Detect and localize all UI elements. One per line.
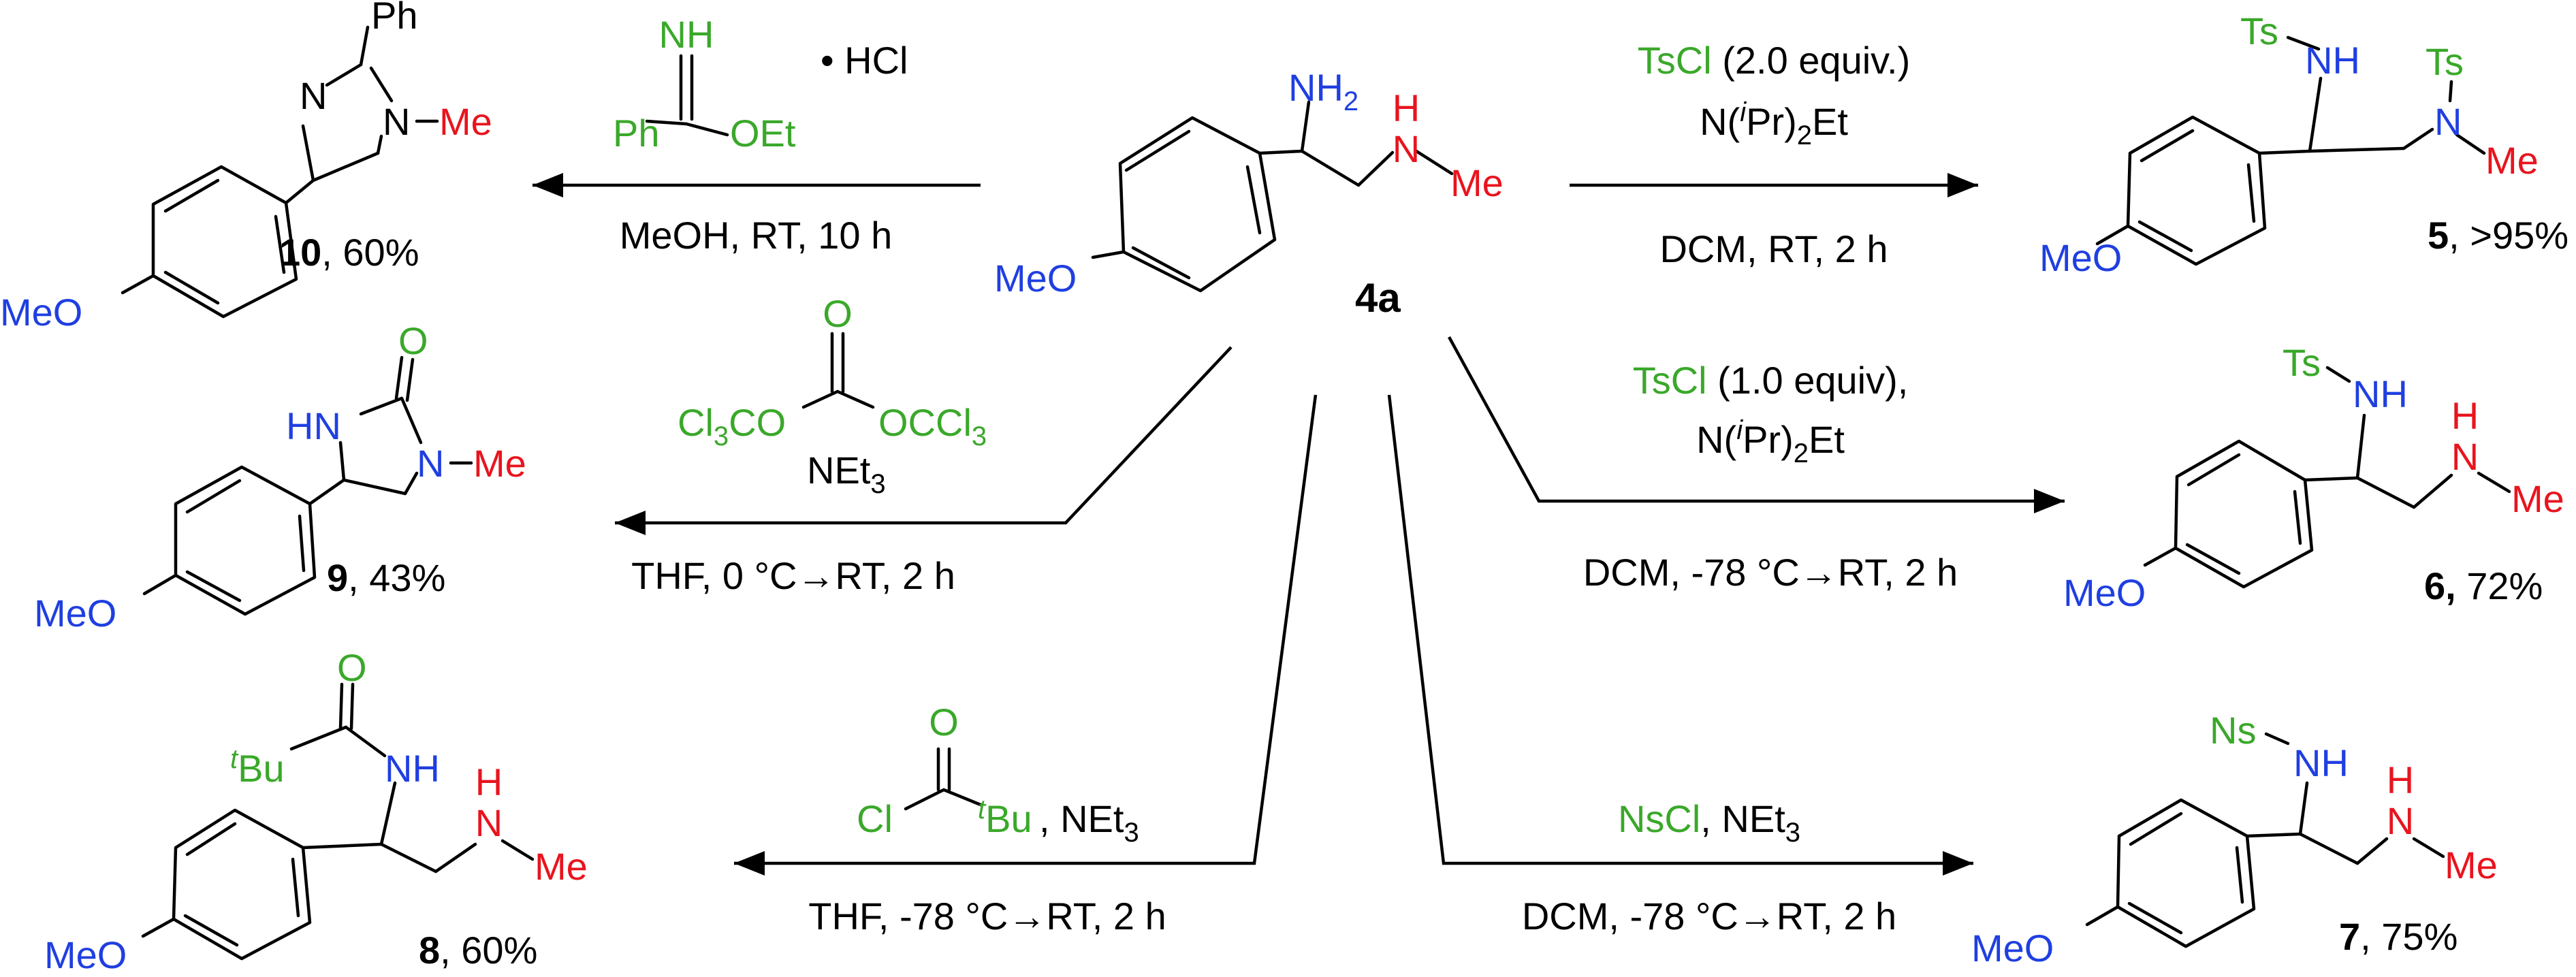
- n-methyl-n-label-10: N: [383, 100, 410, 143]
- conditions-to-5: DCM, RT, 2 h: [1659, 227, 1888, 270]
- n-label-9: N: [417, 442, 444, 485]
- amide-nh-label-8: NH: [385, 747, 440, 790]
- base-net3-label-8: , NEt3: [1039, 797, 1139, 848]
- methyl-label-8: Me: [535, 845, 588, 888]
- methyl-label-10: Me: [439, 100, 492, 143]
- conditions-to-9: THF, 0 °C→RT, 2 h: [631, 554, 955, 597]
- conditions-to-8: THF, -78 °C→RT, 2 h: [808, 895, 1166, 938]
- reagents-to-9: O Cl3CO OCCl3 NEt3 THF, 0 °C→RT, 2 h: [631, 292, 987, 597]
- reagents-to-6: TsCl (1.0 equiv), N(iPr)2Et DCM, -78 °C→…: [1583, 359, 1958, 594]
- methoxy-label-10: MeO: [0, 291, 82, 334]
- compound-label-5: 5, >95%: [2428, 214, 2569, 257]
- methyl-label-7: Me: [2445, 844, 2498, 886]
- compound-7: Ns NH H N Me MeO 7, 75%: [1971, 709, 2498, 970]
- amine-h-label: H: [1393, 86, 1420, 129]
- compound-10: Ph N N Me MeO 10, 60%: [0, 0, 492, 334]
- nh-label-6: NH: [2353, 372, 2408, 415]
- compound-9: O HN N Me MeO 9, 43%: [34, 319, 526, 635]
- compound-label-6: 6, 72%: [2424, 564, 2543, 607]
- methoxy-label: MeO: [994, 257, 1077, 300]
- imidate-nh-label: NH: [659, 13, 714, 56]
- nh-label-7: NH: [2293, 741, 2349, 784]
- methoxy-label-8: MeO: [44, 933, 127, 976]
- methoxy-label-5: MeO: [2039, 236, 2122, 279]
- reagents-to-5: TsCl (2.0 equiv.) N(iPr)2Et DCM, RT, 2 h: [1638, 39, 1910, 270]
- n-label-5: N: [2434, 100, 2462, 143]
- nh-label-5: NH: [2305, 39, 2360, 82]
- conditions-to-6: DCM, -78 °C→RT, 2 h: [1583, 551, 1958, 594]
- methyl-label-5: Me: [2485, 139, 2539, 182]
- methyl-label: Me: [1450, 161, 1504, 204]
- compound-5: Ts NH Ts N Me MeO 5, >95%: [2039, 10, 2569, 279]
- amine-n-label-7: N: [2387, 799, 2414, 842]
- imidate-ph-label: Ph: [613, 112, 660, 155]
- amine-nh2-label: NH2: [1288, 66, 1358, 116]
- ts-label-6: Ts: [2283, 341, 2321, 384]
- tbu-label-8: tBu: [230, 744, 285, 790]
- methoxy-label-9: MeO: [34, 592, 116, 635]
- reagents-to-8: O Cl tBu , NEt3 THF, -78 °C→RT, 2 h: [808, 701, 1166, 938]
- amine-n-label: N: [1393, 127, 1420, 170]
- amine-h-label-8: H: [475, 760, 503, 803]
- compound-label-8: 8, 60%: [419, 929, 537, 972]
- carbonyl-o-label-9: O: [398, 319, 428, 362]
- compound-label-9: 9, 43%: [327, 556, 445, 599]
- pivaloyl-cl-label: Cl: [857, 797, 893, 840]
- pivaloyl-o-label: O: [929, 701, 959, 743]
- amine-h-label-7: H: [2387, 758, 2414, 801]
- base-net3-label: NEt3: [807, 449, 886, 499]
- phenyl-label-10: Ph: [371, 0, 418, 37]
- imidate-oet-label: OEt: [730, 112, 796, 155]
- reagents-to-7: NsCl, NEt3 DCM, -78 °C→RT, 2 h: [1522, 797, 1896, 938]
- hcl-salt-label: • HCl: [821, 39, 908, 82]
- conditions-to-10: MeOH, RT, 10 h: [620, 214, 892, 257]
- nscl-label: NsCl, NEt3: [1618, 797, 1800, 848]
- methoxy-label-7: MeO: [1971, 927, 2054, 970]
- arrow-to-7: [1387, 394, 1973, 876]
- tscl-2equiv-label: TsCl (2.0 equiv.): [1638, 39, 1910, 82]
- hn-label-9: HN: [286, 404, 341, 447]
- compound-4a: NH2 H N Me MeO 4a: [994, 66, 1504, 321]
- hunig-base-label-6: N(iPr)2Et: [1696, 415, 1845, 468]
- arrow-to-6: [1448, 336, 2065, 513]
- arrow-to-8: [734, 394, 1318, 876]
- hunig-base-label-5: N(iPr)2Et: [1700, 97, 1848, 150]
- amine-n-label-6: N: [2451, 435, 2479, 478]
- amide-o-label-8: O: [337, 646, 367, 689]
- methyl-label-6: Me: [2511, 477, 2564, 520]
- ring-n-label-10: N: [300, 74, 327, 117]
- arrow-to-9: [615, 346, 1233, 535]
- ns-label-7: Ns: [2210, 709, 2256, 752]
- amine-h-label-6: H: [2451, 394, 2479, 437]
- ts-label-5a: Ts: [2240, 10, 2278, 52]
- triphosgene-o-label: O: [823, 292, 853, 335]
- conditions-to-7: DCM, -78 °C→RT, 2 h: [1522, 895, 1896, 938]
- compound-label-4a: 4a: [1355, 275, 1401, 321]
- compound-6: Ts NH H N Me MeO 6, 72%: [2063, 341, 2564, 614]
- amine-n-label-8: N: [475, 801, 503, 844]
- methoxy-label-6: MeO: [2063, 571, 2146, 614]
- compound-label-10: 10, 60%: [279, 231, 419, 274]
- triphosgene-left-label: Cl3CO: [678, 401, 786, 451]
- ts-label-5b: Ts: [2426, 40, 2464, 83]
- triphosgene-right-label: OCCl3: [878, 401, 987, 451]
- tscl-1equiv-label: TsCl (1.0 equiv),: [1633, 359, 1909, 402]
- methyl-label-9: Me: [473, 442, 526, 485]
- reagents-to-10: NH Ph OEt • HCl MeOH, RT, 10 h: [613, 13, 908, 257]
- compound-8: O tBu NH H N Me MeO 8, 60%: [44, 646, 588, 976]
- compound-label-7: 7, 75%: [2339, 915, 2458, 958]
- pivaloyl-tbu-label: tBu: [978, 795, 1032, 840]
